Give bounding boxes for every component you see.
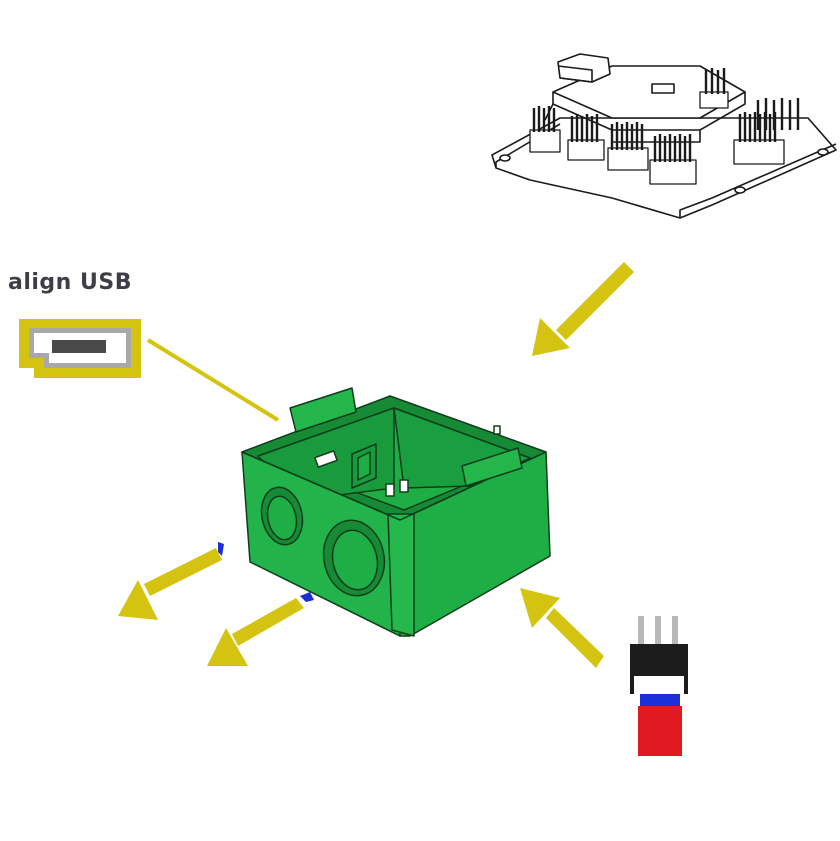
arrow-left-lower bbox=[207, 598, 304, 666]
arrow-left-upper bbox=[118, 548, 222, 620]
usb-pointer-line bbox=[146, 338, 280, 422]
arrow-board-to-box bbox=[532, 262, 634, 356]
arrow-connector-to-box bbox=[520, 588, 604, 668]
servo-connector-icon bbox=[630, 616, 688, 756]
align-usb-label: align USB bbox=[8, 270, 132, 295]
usb-port-icon bbox=[19, 319, 141, 378]
arrow-tip-marker bbox=[218, 542, 224, 556]
arrow-tip-marker bbox=[300, 592, 314, 602]
enclosure-box-icon bbox=[241, 387, 551, 637]
arrows bbox=[118, 262, 634, 668]
circuit-board-icon bbox=[491, 53, 837, 219]
